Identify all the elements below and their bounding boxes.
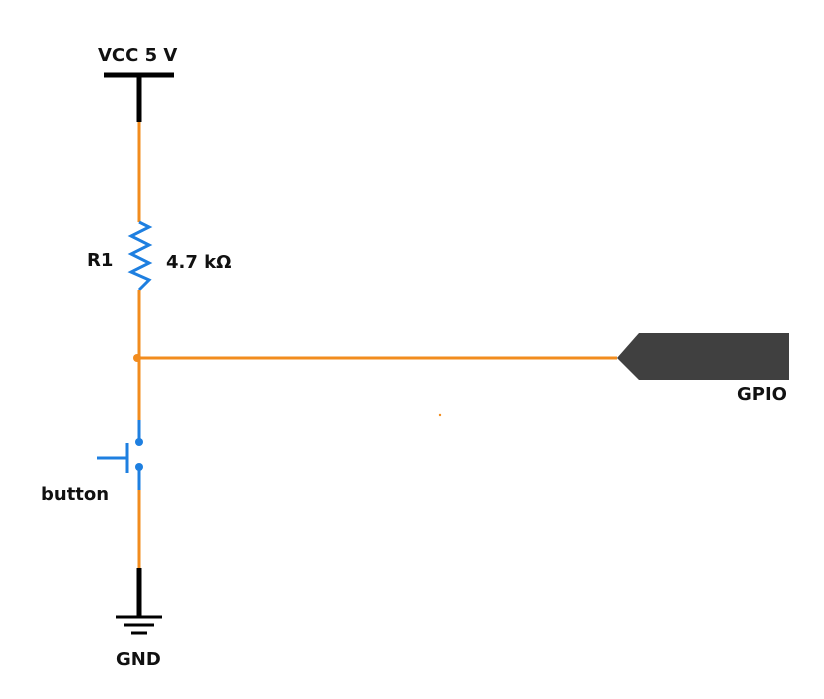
vcc-symbol — [104, 72, 174, 122]
vcc-label: VCC 5 V — [98, 45, 177, 66]
resistor-name-label: R1 — [87, 250, 113, 271]
resistor-r1 — [127, 220, 153, 292]
resistor-value-label: 4.7 kΩ — [166, 252, 231, 273]
push-button — [97, 420, 143, 490]
ground-symbol — [116, 568, 162, 635]
gpio-connector — [617, 333, 789, 380]
button-upper-contact — [135, 438, 143, 446]
gnd-label: GND — [116, 649, 161, 670]
stray-dot — [438, 413, 442, 417]
button-label: button — [41, 484, 109, 505]
gpio-label: GPIO — [737, 384, 787, 405]
button-lower-contact — [135, 463, 143, 471]
